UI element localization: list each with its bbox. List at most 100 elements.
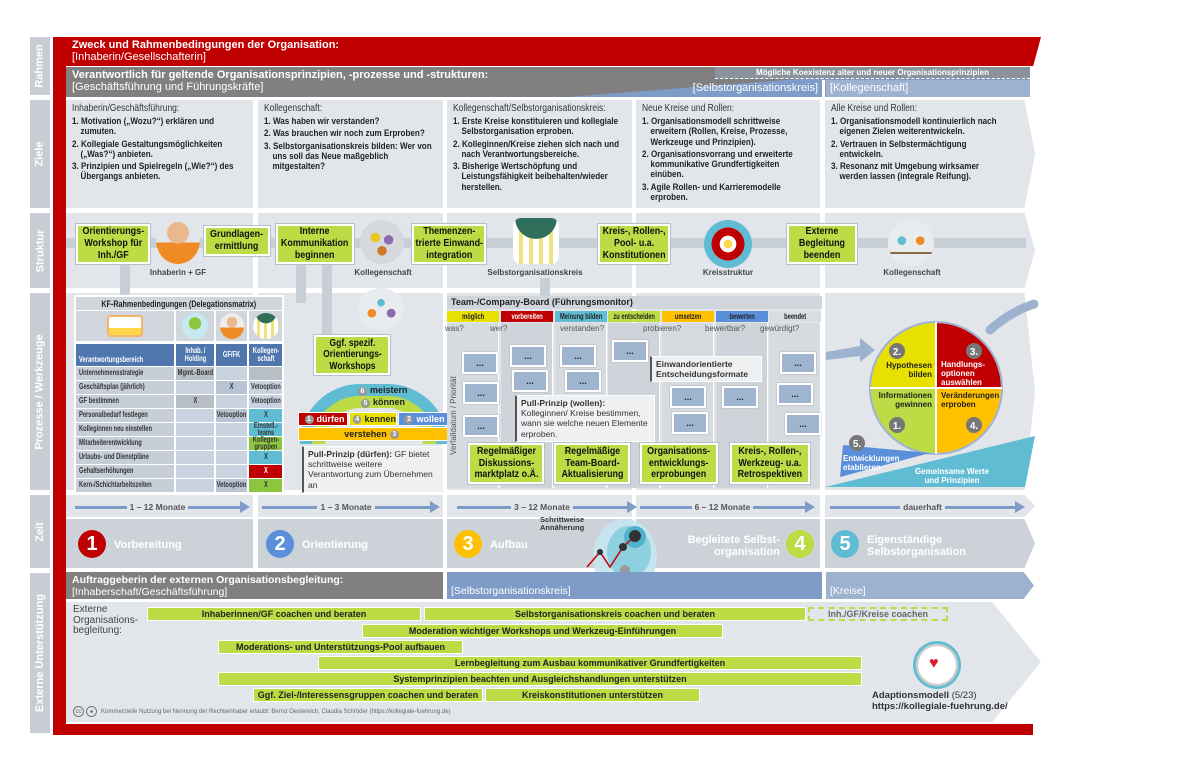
board-card[interactable]: ... [565, 370, 601, 392]
board-card[interactable]: ... [722, 386, 758, 408]
board-column-label: Meinung bilden [559, 312, 603, 321]
zeit-label: 1 – 3 Monate [320, 502, 372, 512]
struktur-step-einwand[interactable]: Themenzen-trierte Einwand-integration [411, 223, 487, 265]
support-bar: Selbstorganisationskreis coachen und ber… [424, 607, 806, 621]
board-card[interactable]: ... [780, 352, 816, 374]
ziele-list: 1. Erste Kreise konstituieren und kolleg… [453, 116, 626, 193]
inhaberin-avatar-icon [156, 216, 200, 264]
step-label: Interne Kommunikation beginnen [281, 225, 349, 261]
board-card[interactable]: ... [560, 345, 596, 367]
arrow-line [572, 505, 627, 509]
step-label: Grundlagen-ermittlung [210, 228, 264, 252]
connector-arrow [296, 265, 306, 303]
struktur-label-kollegenschaft: Kollegenschaft [354, 268, 412, 277]
board-card[interactable]: ... [510, 345, 546, 367]
board-step-erprobungen[interactable]: Organisations-entwicklungs-erprobungen [639, 442, 719, 485]
board-step-retrospektiven[interactable]: Kreis-, Rollen-, Werkzeug- u.a. Retrospe… [729, 442, 811, 485]
row-panel [66, 495, 253, 517]
red-frame-bottom [53, 724, 1033, 735]
step-label: Themenzen-trierte Einwand-integration [415, 225, 483, 261]
board-column-6[interactable]: bewerten [716, 311, 768, 322]
row-panel [447, 495, 632, 517]
board-column-5[interactable]: umsetzen [662, 311, 714, 322]
matrix-cell-inhab [176, 409, 214, 422]
matrix-cell-text: X [229, 382, 234, 392]
matrix-cell-text: X [263, 452, 268, 462]
matrix-cell-inhab [176, 465, 214, 478]
struktur-step-konstitutionen[interactable]: Kreis-, Rollen-, Pool- u.a. Konstitution… [597, 223, 671, 265]
cycle-entry-arrow [826, 338, 875, 362]
struktur-step-orientierung[interactable]: Orientierungs-Workshop für Inh./GF [75, 223, 151, 265]
struktur-step-grundlagen[interactable]: Grundlagen-ermittlung [203, 225, 271, 257]
step-badge [889, 343, 905, 359]
number-badge: 5 [361, 399, 370, 408]
row-panel [258, 495, 443, 517]
matrix-cell-gf [216, 395, 247, 408]
step-label: Kreis-, Rollen-, Werkzeug- u.a. Retrospe… [737, 444, 803, 481]
struktur-label-kollegenschaft-2: Kollegenschaft [883, 268, 941, 277]
board-title: Team-/Company-Board (Führungsmonitor) [447, 296, 822, 309]
board-column-4[interactable]: zu entscheiden [608, 311, 660, 322]
side-label-text: Externe Unterstützung [34, 594, 46, 712]
board-step-marktplatz[interactable]: Regelmäßiger Diskussions-marktplatz o.Ä. [467, 442, 545, 485]
auftrag-title: Auftraggeberin der externen Organisation… [72, 574, 344, 586]
board-column-label: zu entscheiden [613, 312, 655, 321]
delegation-matrix: KF-Rahmenbedingungen (Delegationsmatrix)… [74, 295, 284, 493]
matrix-cell-koll: Kollegen-gruppen [249, 435, 282, 450]
ziele-item: 3. Selbstorganisationskreis bilden: Wer … [264, 140, 432, 172]
red-frame-left [53, 37, 66, 735]
board-card[interactable]: ... [670, 386, 706, 408]
matrix-cell-gf [216, 451, 247, 464]
step-label: Regelmäßiger Diskussions-marktplatz o.Ä. [474, 444, 538, 481]
board-card[interactable]: ... [463, 415, 499, 437]
label: können [373, 397, 406, 407]
support-bar: Ggf. Ziel-/Interessensgruppen coachen un… [253, 688, 483, 702]
matrix-cell-koll: X [249, 465, 282, 478]
kreisstruktur-icon [704, 220, 752, 268]
cycle-label-4: Veränderungen erproben [941, 391, 1000, 409]
license-text: Kommerzielle Nutzung bei Nennung der Rec… [101, 708, 451, 715]
coexistence-label: Mögliche Koexistenz alter und neuer Orga… [715, 67, 1030, 79]
model-url[interactable]: https://kollegiale-fuehrung.de/ [872, 701, 1008, 713]
board-card[interactable]: ... [463, 382, 499, 404]
matrix-cell-text: Personalbedarf festlegen [79, 410, 148, 420]
arrow-line [75, 505, 127, 509]
board-card[interactable]: ... [672, 412, 708, 434]
ziele-list: 1. Organisationsmodell kontinuierlich na… [831, 116, 1006, 183]
board-card[interactable]: ... [777, 383, 813, 405]
row-panel [636, 100, 820, 208]
struktur-step-extern-beenden[interactable]: Externe Begleitung beenden [786, 223, 858, 265]
board-card[interactable]: ... [462, 352, 498, 374]
number-badge: 1 [304, 414, 314, 424]
ziele-item: 1. Erste Kreise konstituieren und kolleg… [453, 116, 619, 138]
people-questions-icon [358, 288, 404, 330]
ziele-head: Neue Kreise und Rollen: [642, 103, 735, 114]
board-column-2[interactable]: vorbereiten [501, 311, 553, 322]
board-card[interactable]: ... [612, 340, 648, 362]
board-column-7[interactable]: beendet [769, 311, 821, 322]
axis-label: Verfalldatum / Priorität [448, 375, 458, 455]
board-card[interactable]: ... [512, 370, 548, 392]
heart-icon: ♥ [929, 655, 939, 672]
board-card[interactable]: ... [785, 413, 821, 435]
license-footer: cc Kommerzielle Nutzung bei Nennung der … [73, 706, 451, 717]
step-label: Regelmäßige Team-Board-Aktualisierung [561, 444, 623, 481]
board-column-3[interactable]: Meinung bilden [555, 311, 607, 322]
ziele-column: Inhaberin/Geschäftsführung:1. Motivation… [72, 103, 247, 185]
board-column-1[interactable]: möglich [447, 311, 499, 322]
auftrag-kreise: [Kreise] [826, 572, 1034, 599]
struktur-step-kommunikation[interactable]: Interne Kommunikation beginnen [275, 223, 355, 265]
cycle-exit-arrow [985, 299, 1039, 335]
model-info: Adaptionsmodell (5/23) https://kollegial… [872, 690, 1008, 713]
arrow-line [640, 505, 692, 509]
orientierungs-workshops-box[interactable]: Ggf. spezif. Orientierungs-Workshops [313, 334, 391, 376]
model-name: Adaptionsmodell [872, 690, 950, 701]
matrix-header-cell: Kollegen-schaft [249, 344, 282, 366]
label: wollen [416, 414, 445, 424]
board-step-aktualisierung[interactable]: Regelmäßige Team-Board-Aktualisierung [553, 442, 631, 485]
